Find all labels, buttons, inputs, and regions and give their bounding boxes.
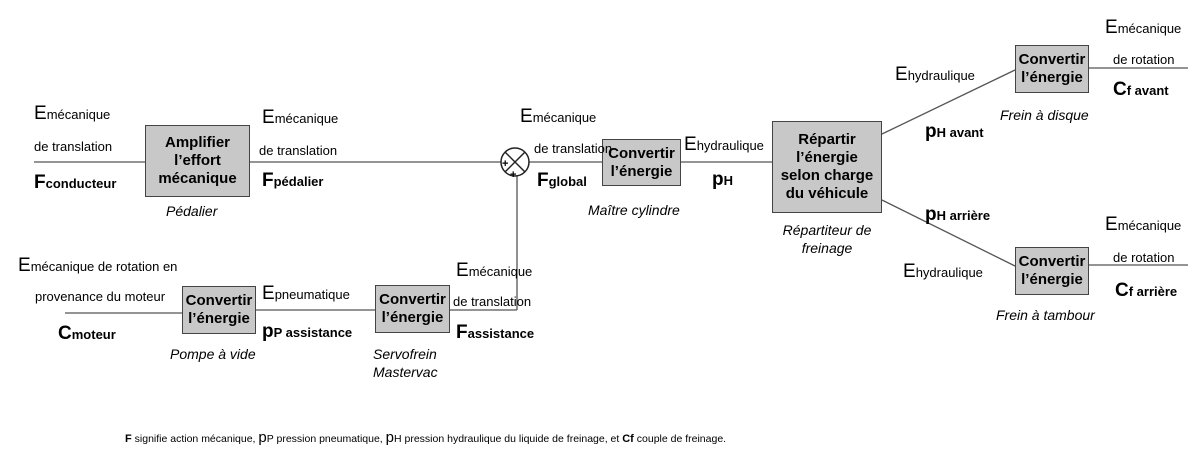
footnote-pp-sub: P [266, 433, 274, 445]
footnote-text-4: couple de freinage. [633, 433, 727, 445]
summator-plus-left: + [502, 158, 508, 170]
block-amplifier-effort: Amplifier l’effort mécanique [145, 125, 250, 197]
footnote-text-3: pression hydraulique du liquide de frein… [401, 433, 623, 445]
caption-servo-line2: Mastervac [373, 364, 438, 380]
label-provenance: provenance du moteur [35, 289, 166, 304]
label-c-f-arriere: Cf arrière [1115, 280, 1178, 301]
block-frein-tambour: Convertir l’énergie [1015, 247, 1089, 295]
label-f-assistance: Fassistance [456, 322, 535, 343]
label-de-translation-3: de translation [534, 141, 613, 156]
footnote-cf: Cf [622, 433, 634, 445]
summator-plus-bottom: + [510, 169, 516, 181]
block-servofrein: Convertir l’énergie [375, 285, 450, 333]
label-de-rotation-2: de rotation [1113, 250, 1175, 265]
block-repartiteur: Répartir l’énergie selon charge du véhic… [772, 121, 882, 213]
label-c-f-avant: Cf avant [1113, 79, 1169, 100]
caption-frein-tambour: Frein à tambour [996, 307, 1095, 323]
label-e-mecanique-rot-2: Emécanique [1105, 214, 1182, 235]
label-e-hydraulique-3: Ehydraulique [903, 261, 983, 282]
caption-repartiteur-line1: Répartiteur de [782, 222, 872, 238]
label-e-hydraulique-1: Ehydraulique [684, 134, 764, 155]
caption-repartiteur: Répartiteur de freinage [770, 221, 884, 257]
wire-repartiteur-disque [881, 69, 1016, 135]
footnote-ph: p [385, 429, 394, 446]
block-tambour-label: Convertir l’énergie [1018, 253, 1086, 288]
block-pompe-label: Convertir l’énergie [185, 292, 253, 327]
block-frein-disque: Convertir l’énergie [1015, 45, 1089, 93]
label-de-translation-2: de translation [259, 143, 338, 158]
caption-maitre-cylindre: Maître cylindre [588, 202, 680, 218]
caption-servofrein: Servofrein Mastervac [373, 345, 438, 381]
label-c-moteur: Cmoteur [58, 323, 116, 344]
block-disque-label: Convertir l’énergie [1018, 51, 1086, 86]
block-maitre-cylindre: Convertir l’énergie [602, 139, 681, 186]
label-de-translation-4: de translation [453, 294, 532, 309]
label-e-mecanique-2: Emécanique [262, 107, 339, 128]
label-e-mecanique-4: Emécanique [456, 260, 533, 281]
label-e-pneumatique: Epneumatique [262, 283, 350, 304]
label-f-pedalier: Fpédalier [262, 170, 324, 191]
label-f-conducteur: Fconducteur [34, 172, 117, 193]
footnote-pp: p [258, 429, 267, 446]
caption-frein-disque: Frein à disque [1000, 107, 1089, 123]
label-p-h-arriere: pH arrière [925, 204, 991, 225]
block-repartiteur-label: Répartir l’énergie selon charge du véhic… [780, 131, 874, 202]
label-e-mecanique-rot-1: Emécanique [1105, 17, 1182, 38]
caption-servo-line1: Servofrein [373, 346, 437, 362]
block-servo-label: Convertir l’énergie [379, 291, 446, 326]
footnote: F signifie action mécanique, pP pression… [125, 429, 726, 446]
label-p-h-avant: pH avant [925, 121, 984, 142]
block-maitre-label: Convertir l’énergie [608, 144, 675, 180]
summator-symbol: + + [500, 147, 530, 181]
label-e-hydraulique-2: Ehydraulique [895, 64, 975, 85]
footnote-ph-sub: H [393, 433, 402, 445]
label-e-mecanique-3: Emécanique [520, 106, 597, 127]
footnote-f: F [125, 433, 132, 445]
footnote-text-1: signifie action mécanique, [131, 433, 259, 445]
block-pompe-vide: Convertir l’énergie [182, 286, 256, 334]
label-de-rotation-1: de rotation [1113, 52, 1175, 67]
label-p-h: pH [712, 169, 733, 190]
block-amplifier-label: Amplifier l’effort mécanique [158, 134, 237, 187]
caption-pedalier: Pédalier [166, 203, 218, 219]
label-p-p-assistance: pP assistance [262, 321, 353, 342]
label-de-translation-1: de translation [34, 139, 113, 154]
caption-pompe-vide: Pompe à vide [170, 346, 256, 362]
wire-repartiteur-tambour [881, 199, 1016, 267]
caption-repartiteur-line2: freinage [801, 240, 853, 256]
label-e-mecanique-rot-moteur: Emécanique de rotation en [18, 255, 178, 276]
label-e-mecanique-1: Emécanique [34, 103, 111, 124]
label-f-global: Fglobal [537, 170, 587, 191]
footnote-text-2: pression pneumatique, [273, 433, 386, 445]
